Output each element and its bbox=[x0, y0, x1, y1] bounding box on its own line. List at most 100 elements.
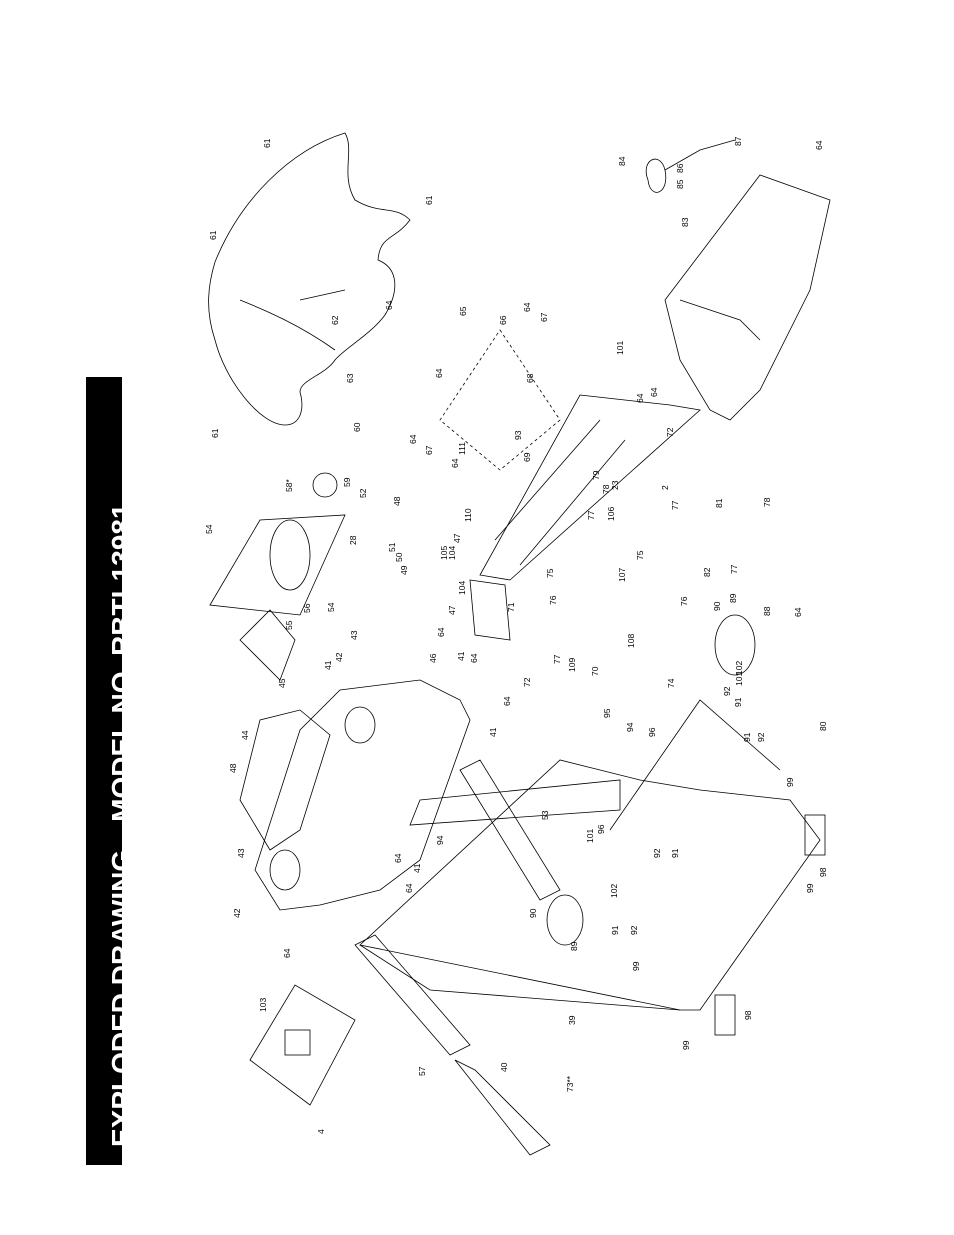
part-callout: 45 bbox=[277, 678, 287, 688]
part-callout: 44 bbox=[240, 730, 250, 740]
part-callout: 41 bbox=[323, 660, 333, 670]
part-callout: 90 bbox=[528, 908, 538, 918]
console bbox=[249, 984, 356, 1106]
part-callout: 102 bbox=[734, 661, 744, 675]
part-callout: 47 bbox=[447, 605, 457, 615]
part-callout: 107 bbox=[617, 568, 627, 582]
part-callout: 103 bbox=[258, 998, 268, 1012]
part-callout: 102 bbox=[609, 884, 619, 898]
part-callout: 92 bbox=[629, 925, 639, 935]
part-callout: 89 bbox=[728, 593, 738, 603]
part-callout: 96 bbox=[596, 824, 606, 834]
part-callout: 78 bbox=[601, 484, 611, 494]
wheel bbox=[546, 894, 584, 946]
part-callout: 64 bbox=[793, 607, 803, 617]
part-callout: 64 bbox=[450, 458, 460, 468]
part-callout: 99 bbox=[681, 1040, 691, 1050]
part-callout: 42 bbox=[334, 652, 344, 662]
part-callout: 71 bbox=[506, 602, 516, 612]
part-callout: 72 bbox=[522, 677, 532, 687]
part-callout: 76 bbox=[548, 595, 558, 605]
part-callout: 65 bbox=[458, 306, 468, 316]
part-callout: 99 bbox=[785, 777, 795, 787]
part-callout: 92 bbox=[756, 732, 766, 742]
part-callout: 64 bbox=[469, 653, 479, 663]
part-callout: 50 bbox=[394, 552, 404, 562]
part-callout: 64 bbox=[404, 883, 414, 893]
part-callout: 84 bbox=[617, 156, 627, 166]
part-callout: 105 bbox=[439, 546, 449, 560]
part-callout: 64 bbox=[635, 393, 645, 403]
part-callout: 81 bbox=[714, 498, 724, 508]
part-callout: 77 bbox=[552, 654, 562, 664]
console-base bbox=[239, 679, 471, 911]
part-callout: 80 bbox=[818, 721, 828, 731]
part-callout: 92 bbox=[722, 686, 732, 696]
part-callout: 2 bbox=[660, 485, 670, 490]
part-callout: 99 bbox=[805, 883, 815, 893]
part-callout: 66 bbox=[498, 315, 508, 325]
part-callout: 83 bbox=[680, 217, 690, 227]
part-callout: 64 bbox=[649, 387, 659, 397]
part-callout: 108 bbox=[626, 634, 636, 648]
part-callout: 98 bbox=[818, 867, 828, 877]
part-callout: 94 bbox=[435, 835, 445, 845]
part-callout: 43 bbox=[236, 848, 246, 858]
part-callout: 104 bbox=[447, 546, 457, 560]
part-callout: 104 bbox=[457, 581, 467, 595]
part-callout: 41 bbox=[412, 863, 422, 873]
part-callout: 23 bbox=[610, 480, 620, 490]
part-callout: 64 bbox=[408, 434, 418, 444]
part-callout: 64 bbox=[384, 300, 394, 310]
part-callout: 70 bbox=[590, 666, 600, 676]
part-callout: 79 bbox=[591, 470, 601, 480]
part-callout: 61 bbox=[210, 428, 220, 438]
part-callout: 41 bbox=[488, 727, 498, 737]
part-callout: 64 bbox=[282, 948, 292, 958]
part-callout: 54 bbox=[204, 524, 214, 534]
part-callout: 91 bbox=[610, 925, 620, 935]
part-callout: 106 bbox=[606, 507, 616, 521]
part-callout: 76 bbox=[679, 596, 689, 606]
part-callout: 74 bbox=[666, 678, 676, 688]
part-callout: 61 bbox=[208, 230, 218, 240]
part-callout: 54 bbox=[326, 602, 336, 612]
part-callout: 77 bbox=[670, 500, 680, 510]
dashed-guide bbox=[439, 329, 561, 471]
foot bbox=[804, 814, 826, 856]
part-callout: 64 bbox=[522, 302, 532, 312]
part-callout: 53 bbox=[540, 810, 550, 820]
part-callout: 96 bbox=[647, 727, 657, 737]
part-callout: 99 bbox=[631, 961, 641, 971]
part-callout: 77 bbox=[729, 564, 739, 574]
part-callout: 63 bbox=[345, 373, 355, 383]
part-callout: 75 bbox=[545, 568, 555, 578]
part-callout: 72 bbox=[665, 427, 675, 437]
part-callout: 46 bbox=[428, 653, 438, 663]
part-callout: 91 bbox=[670, 848, 680, 858]
part-callout: 95 bbox=[602, 708, 612, 718]
title-bar bbox=[86, 377, 122, 1165]
part-callout: 90 bbox=[712, 601, 722, 611]
part-callout: 39 bbox=[567, 1015, 577, 1025]
part-callout: 62 bbox=[330, 315, 340, 325]
part-callout: 93 bbox=[513, 430, 523, 440]
belt bbox=[239, 609, 296, 681]
part-callout: 110 bbox=[463, 508, 473, 522]
part-callout: 88 bbox=[762, 606, 772, 616]
part-callout: 87 bbox=[733, 136, 743, 146]
part-callout: 52 bbox=[358, 488, 368, 498]
part-callout: 101 bbox=[734, 672, 744, 686]
part-callout: 98 bbox=[743, 1010, 753, 1020]
part-callout: 48 bbox=[392, 496, 402, 506]
motor-plate bbox=[209, 472, 346, 616]
part-callout: 58* bbox=[284, 479, 294, 492]
rear-cover bbox=[664, 174, 831, 421]
part-callout: 57 bbox=[417, 1066, 427, 1076]
part-callout: 67 bbox=[424, 445, 434, 455]
part-callout: 64 bbox=[502, 696, 512, 706]
part-callout: 49 bbox=[399, 565, 409, 575]
part-callout: 101 bbox=[585, 829, 595, 843]
